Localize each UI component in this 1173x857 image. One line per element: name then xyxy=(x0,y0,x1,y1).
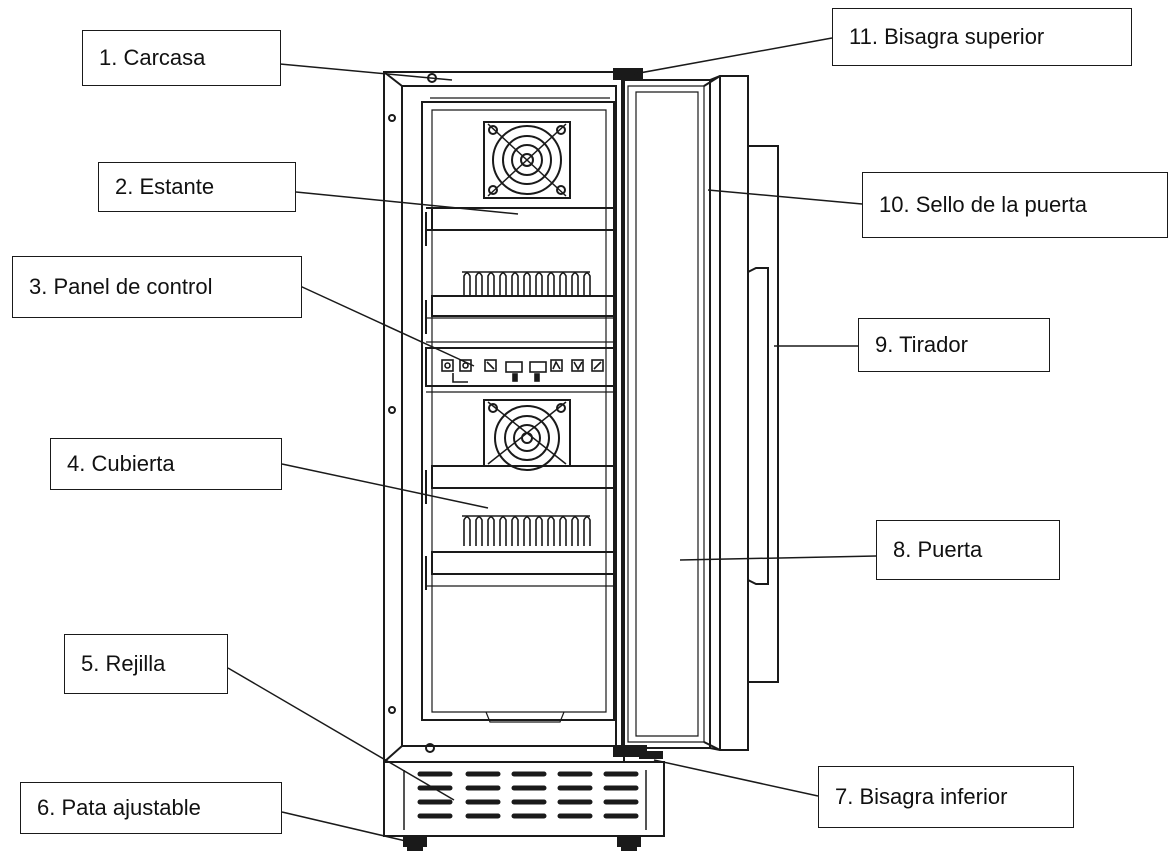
callout-panel-control: 3. Panel de control xyxy=(12,256,302,318)
control-buttons xyxy=(441,359,604,383)
callout-bisagra-inferior: 7. Bisagra inferior xyxy=(818,766,1074,828)
callout-sello-puerta: 10. Sello de la puerta xyxy=(862,172,1168,238)
callout-pata-ajustable: 6. Pata ajustable xyxy=(20,782,282,834)
callout-bisagra-superior: 11. Bisagra superior xyxy=(832,8,1132,66)
shelf-upper xyxy=(425,207,615,246)
upper-evaporator-fins xyxy=(462,271,591,296)
callout-rejilla: 5. Rejilla xyxy=(64,634,228,694)
lower-evaporator-fins xyxy=(462,515,591,546)
base-grille xyxy=(383,761,665,837)
leader-lines xyxy=(227,37,877,843)
cover-shelf xyxy=(425,465,615,504)
bottom-hinge xyxy=(613,745,663,759)
callout-estante: 2. Estante xyxy=(98,162,296,212)
door xyxy=(621,75,749,751)
control-panel xyxy=(425,341,615,393)
adjustable-feet xyxy=(403,835,641,851)
callout-cubierta: 4. Cubierta xyxy=(50,438,282,490)
shelf-middle xyxy=(425,295,615,334)
callout-puerta: 8. Puerta xyxy=(876,520,1060,580)
callout-carcasa: 1. Carcasa xyxy=(82,30,281,86)
upper-fan-icon xyxy=(483,121,571,199)
inner-liner xyxy=(421,97,615,723)
lower-fan-icon xyxy=(483,399,571,471)
callout-tirador: 9. Tirador xyxy=(858,318,1050,372)
shelf-lower xyxy=(425,551,615,590)
door-handle xyxy=(747,145,779,683)
